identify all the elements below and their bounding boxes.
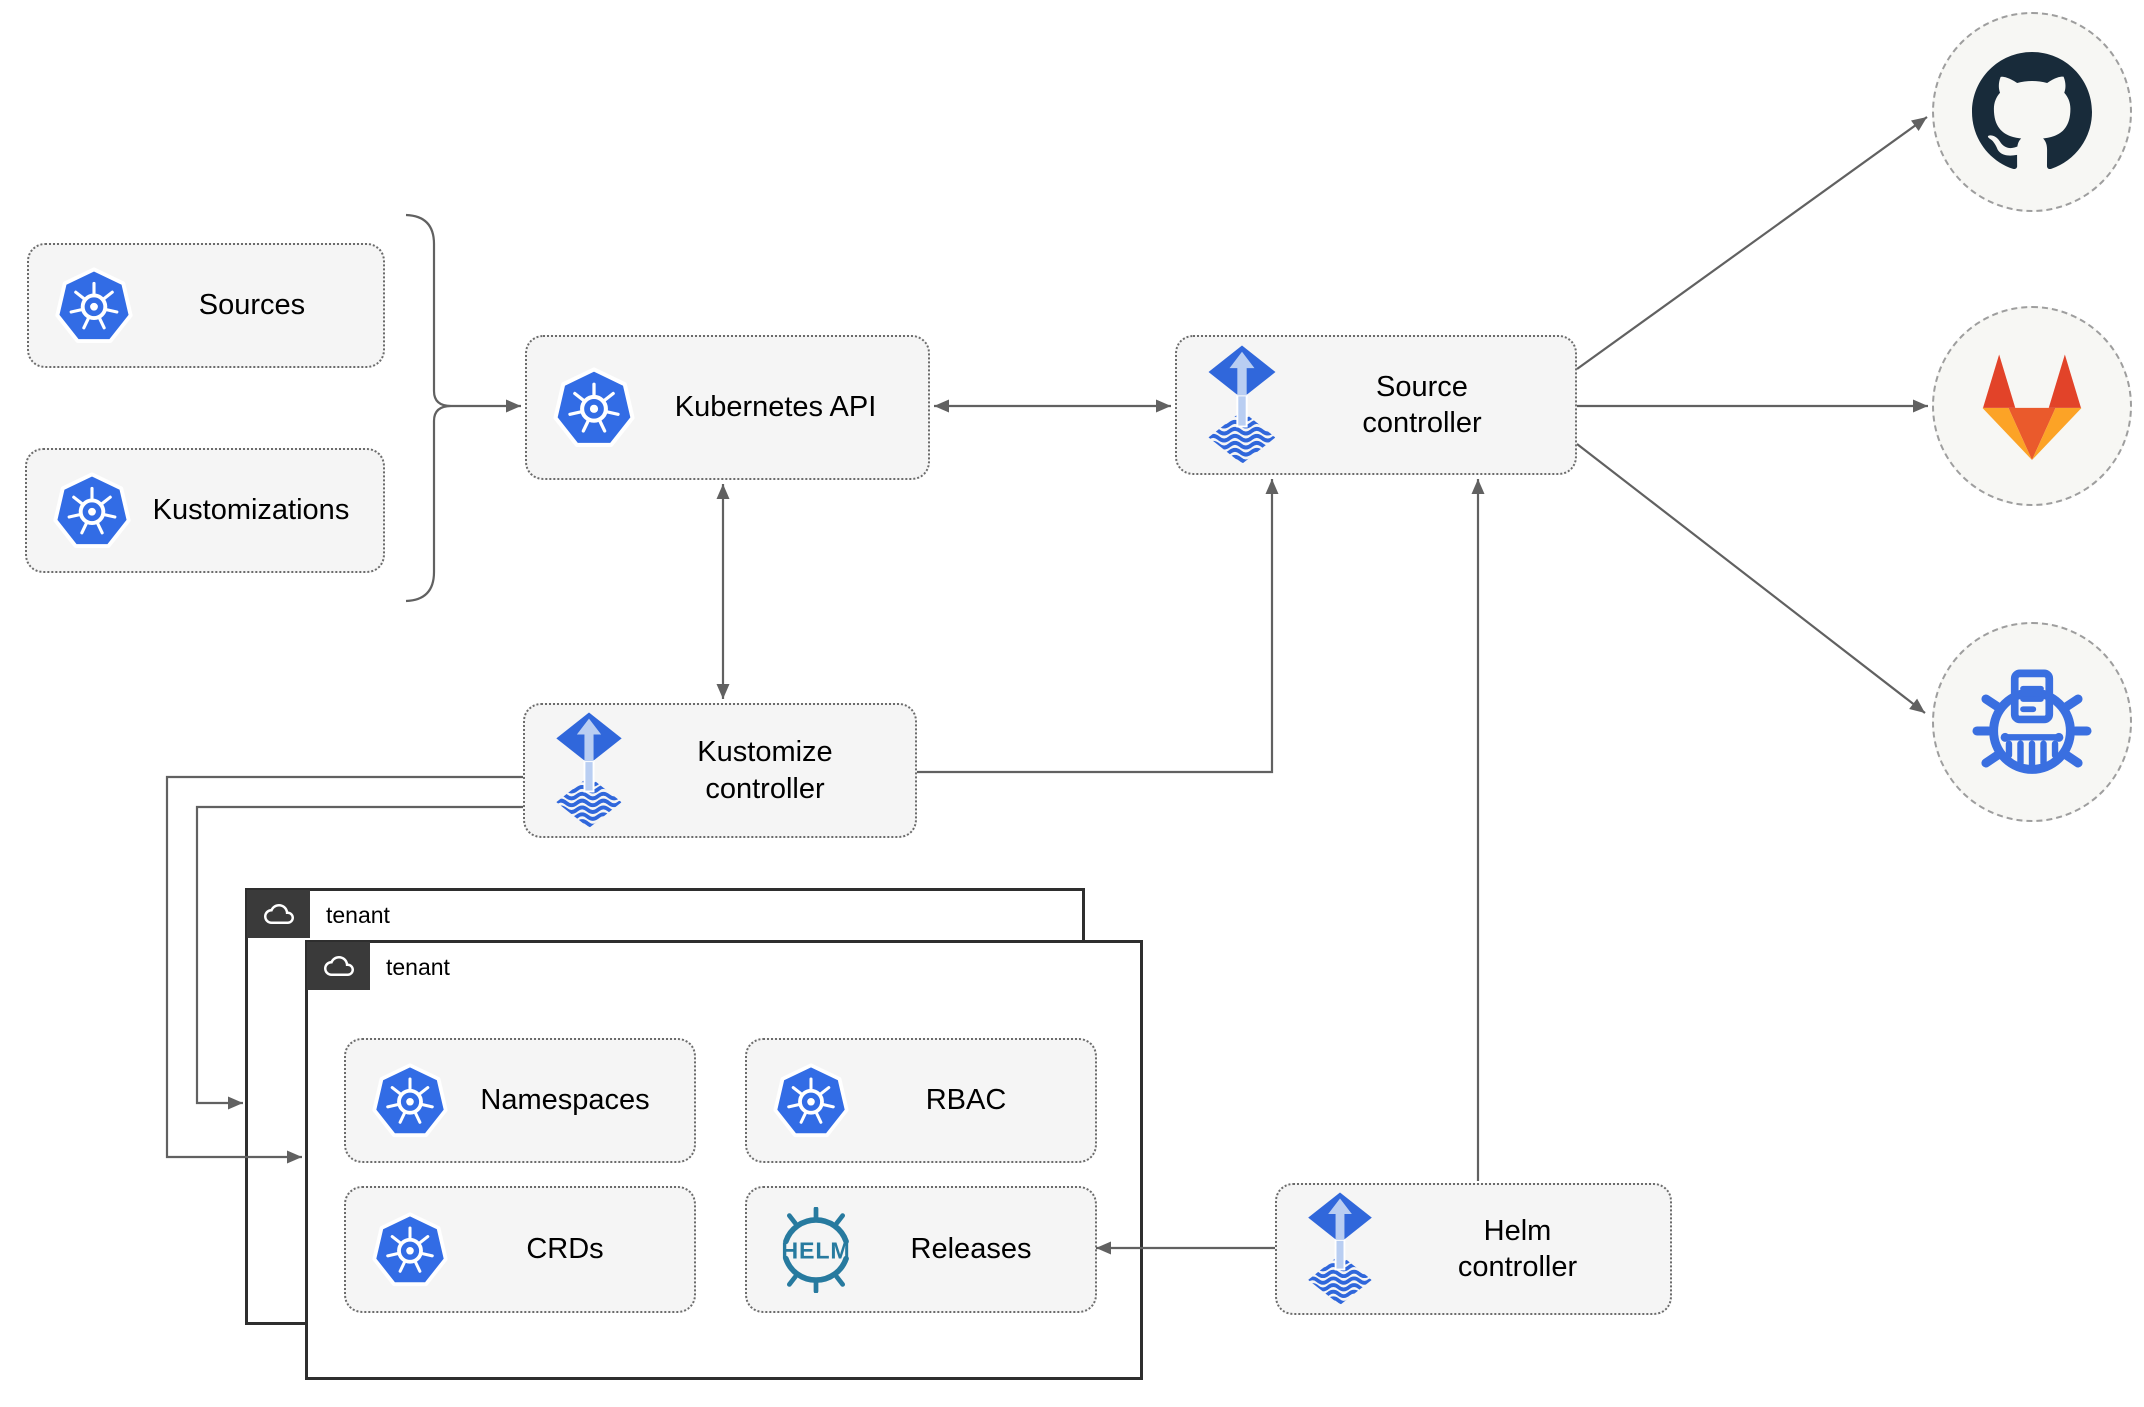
node-rbac: RBAC: [745, 1038, 1097, 1163]
cloud-icon: [263, 904, 294, 924]
node-crds: CRDs: [344, 1186, 696, 1313]
node-sources: Sources: [27, 243, 385, 368]
tenant-label: tenant: [386, 953, 450, 980]
node-label: Releases: [910, 1233, 1032, 1266]
helm-logo-icon: HELM: [781, 1206, 850, 1293]
tenant-label: tenant: [326, 901, 390, 928]
flux-icon: [1208, 345, 1276, 463]
tenant-tab: [307, 942, 370, 990]
flux-icon: [556, 712, 622, 828]
node-source-controller: Source controller: [1175, 335, 1577, 475]
endpoint-gitlab: [1932, 306, 2132, 506]
node-label: RBAC: [925, 1084, 1007, 1117]
endpoint-helm-repository: [1932, 622, 2132, 822]
gitlab-icon: [1982, 354, 2082, 460]
chartmuseum-icon: [1972, 669, 2092, 774]
svg-text:HELM: HELM: [781, 1237, 850, 1263]
edge-kustomize-to-source-controller: [917, 479, 1279, 774]
tenant-tab: [247, 890, 310, 938]
node-label: Kustomizations: [152, 494, 350, 527]
node-label: CRDs: [526, 1233, 604, 1266]
endpoint-github: [1932, 12, 2132, 212]
node-kustomize-controller: Kustomize controller: [523, 703, 917, 838]
node-label: Helm controller: [1457, 1214, 1578, 1283]
edge-source-to-helm-repository: [1576, 443, 1926, 714]
edge-source-to-github: [1576, 116, 1928, 370]
kubernetes-icon: [372, 1062, 448, 1137]
github-icon: [1972, 52, 2092, 170]
flux-icon: [1308, 1192, 1372, 1305]
kubernetes-icon: [55, 266, 133, 343]
node-label: Kustomize controller: [697, 736, 833, 805]
kubernetes-icon: [553, 366, 635, 447]
node-label: Namespaces: [480, 1084, 650, 1117]
node-kustomizations: Kustomizations: [25, 448, 385, 573]
kubernetes-icon: [773, 1062, 849, 1137]
node-helm-controller: Helm controller: [1275, 1183, 1672, 1315]
tenant-group-front: tenant Namespaces RBAC: [305, 940, 1143, 1380]
node-kubernetes-api: Kubernetes API: [525, 335, 930, 480]
cloud-icon: [323, 956, 354, 976]
node-label: Sources: [198, 289, 306, 322]
kubernetes-icon: [372, 1211, 448, 1286]
kubernetes-icon: [53, 471, 131, 548]
node-releases: HELM Releases: [745, 1186, 1097, 1313]
node-label: Source controller: [1362, 370, 1482, 439]
node-namespaces: Namespaces: [344, 1038, 696, 1163]
bracket-sources-group: [405, 213, 452, 603]
node-label: Kubernetes API: [674, 391, 877, 424]
